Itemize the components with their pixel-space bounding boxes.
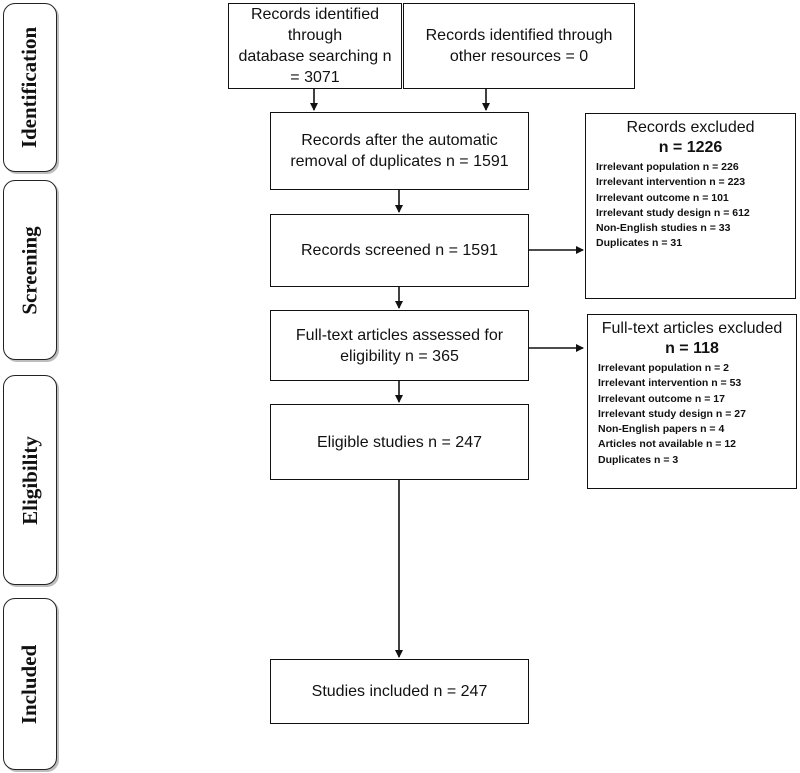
excluded-reason: Irrelevant outcome n = 17 [598,392,725,405]
box-other-resources: Records identified through other resourc… [403,3,635,89]
excluded-reason: Irrelevant population n = 226 [596,161,739,173]
excluded-reason: Irrelevant intervention n = 223 [596,176,746,189]
excluded-reason: Articles not available n = 12 [598,438,737,451]
box-line: other resources = 0 [449,48,589,65]
excluded-reason: Irrelevant intervention n = 53 [598,377,742,390]
box-records-screened: Records screened n = 1591 [270,214,529,287]
stage-identification: Identification [3,3,57,172]
box-line: Records after the automatic [301,132,498,149]
box-line: database searching n = 3071 [238,48,392,86]
box-line: removal of duplicates n = 1591 [290,153,509,170]
box-line: eligibility n = 365 [340,347,459,365]
excluded-reason: Irrelevant study design n = 612 [596,206,750,219]
box-line: Records screened n = 1591 [300,242,498,259]
box-line: Records identified through [250,6,380,44]
excluded-reason: Duplicates n = 3 [598,453,679,466]
excluded-reason: Non-English studies n = 33 [596,222,731,235]
box-line: Eligible studies n = 247 [317,433,482,451]
box-eligible-studies: Eligible studies n = 247 [270,404,529,480]
excluded-reason: Non-English papers n = 4 [598,423,725,436]
excluded-count: n = 118 [665,340,719,357]
excluded-reason: Irrelevant study design n = 27 [598,407,746,420]
stage-included: Included [3,598,57,770]
stage-screening: Screening [3,180,57,360]
box-studies-included: Studies included n = 247 [270,659,529,724]
box-line: Records identified through [425,27,613,44]
excluded-title: Records excluded [626,119,755,136]
box-fulltext-excluded: Full-text articles excluded n = 118 Irre… [587,314,797,489]
stage-eligibility: Eligibility [3,375,57,585]
excluded-count: n = 1226 [658,139,723,156]
excluded-reason: Irrelevant outcome n = 101 [596,191,729,204]
box-line: Studies included n = 247 [311,683,488,700]
excluded-title: Full-text articles excluded [601,320,783,337]
excluded-reason: Duplicates n = 31 [596,237,683,250]
box-fulltext-assessed: Full-text articles assessed for eligibil… [270,310,529,381]
box-records-excluded: Records excluded n = 1226 Irrelevant pop… [585,113,796,299]
box-database-search: Records identified through database sear… [228,3,402,89]
excluded-reason: Irrelevant population n = 2 [598,362,729,374]
box-line: Full-text articles assessed for [295,326,504,344]
box-after-duplicates: Records after the automatic removal of d… [270,112,529,190]
